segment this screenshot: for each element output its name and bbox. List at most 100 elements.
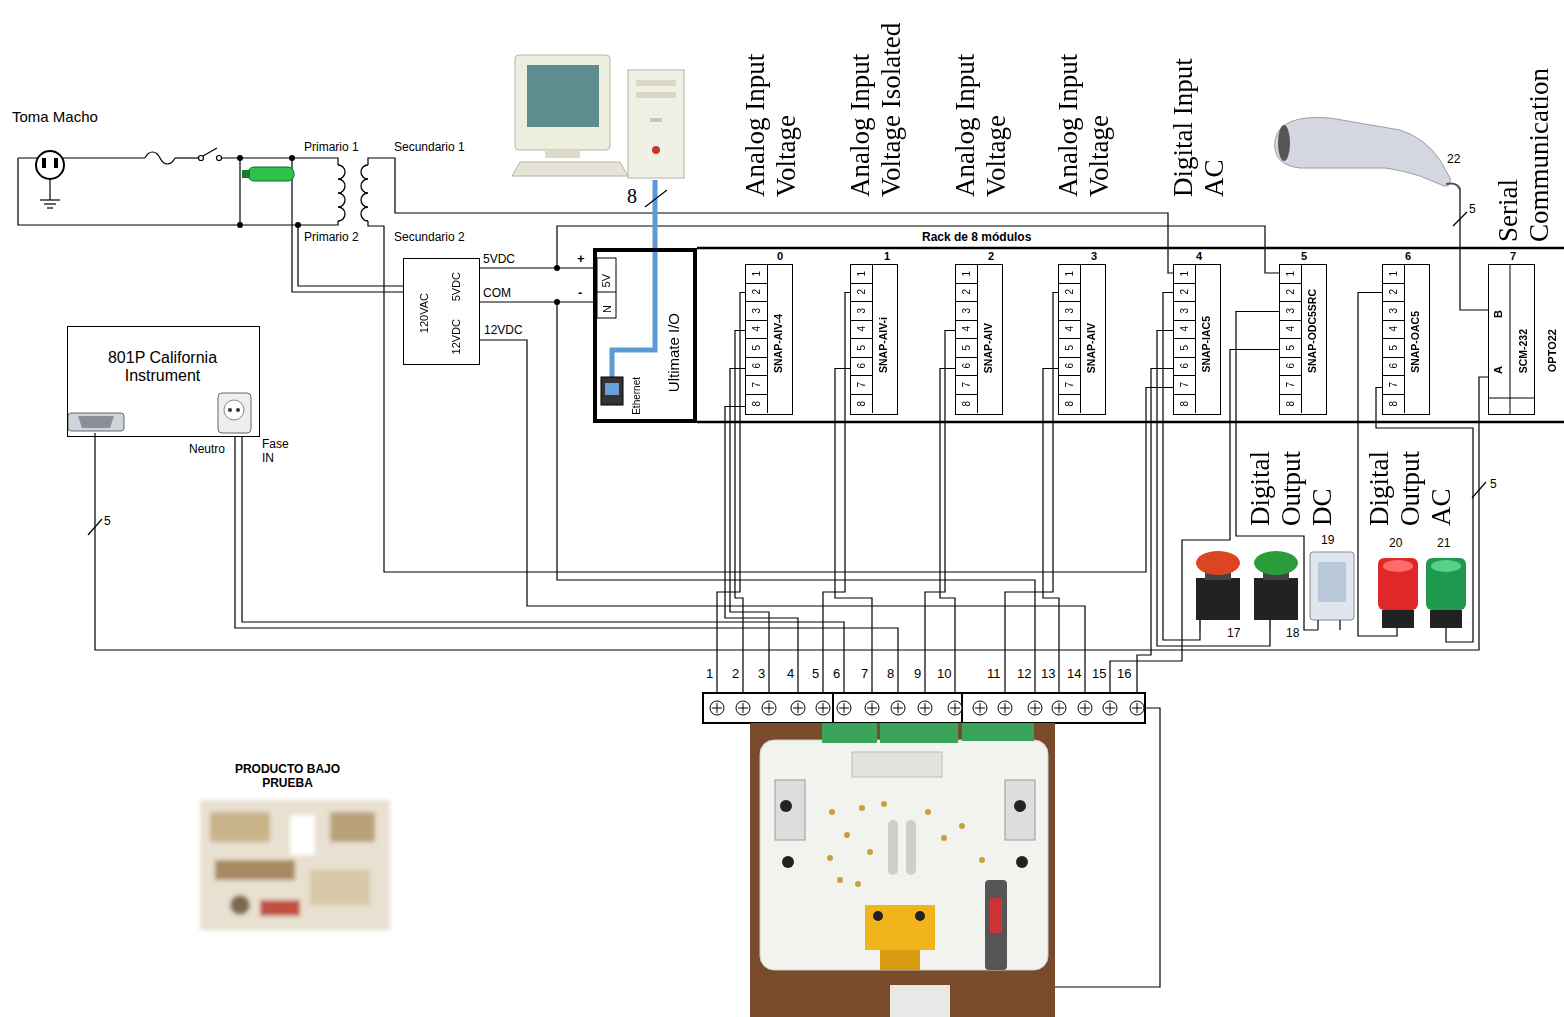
terminal-screw — [736, 701, 750, 715]
terminal-screw — [717, 703, 718, 713]
pin-number: 3 — [1179, 308, 1191, 314]
io-module: 12345678SNAP-AIV-i — [850, 264, 898, 415]
ac-power-source: 801P California Instrument — [67, 326, 260, 437]
terminal-number: 13 — [1041, 667, 1055, 682]
terminal-screw — [925, 703, 926, 713]
terminal-screw — [1103, 701, 1117, 715]
pin-number: 3 — [1388, 308, 1400, 314]
callout-number: 21 — [1437, 537, 1450, 551]
wire — [298, 225, 403, 286]
test-fixture-photo — [906, 820, 916, 875]
wire — [823, 293, 850, 694]
pin-cell: 1 — [1174, 265, 1196, 284]
plug-symbol — [47, 207, 53, 208]
pilot-lamp — [248, 167, 294, 181]
test-fixture-photo — [925, 809, 931, 815]
ethernet-port — [605, 383, 619, 395]
ethernet-port — [601, 377, 623, 405]
terminal-number: 11 — [987, 667, 1001, 682]
io-terminal — [597, 258, 616, 318]
pin-cell: 8 — [851, 395, 873, 414]
terminal-screw — [1130, 701, 1144, 715]
plug-symbol — [36, 151, 64, 179]
pin-number: 1 — [1285, 271, 1297, 277]
transformer-coil — [338, 165, 368, 221]
slot-number: 4 — [1196, 250, 1202, 263]
pin-number: 1 — [856, 271, 868, 277]
node-text: 12VDC — [450, 319, 463, 354]
terminal-screw — [1085, 703, 1086, 713]
module-name: SNAP-ODC5SRC — [1306, 289, 1318, 373]
label-text: Primario 1 — [304, 141, 359, 155]
terminal-screw — [743, 703, 744, 713]
pin-number: 7 — [1064, 382, 1076, 388]
terminal-screw — [918, 701, 932, 715]
pilot-lamp — [242, 170, 250, 178]
terminal-screw — [998, 701, 1012, 715]
terminal-strip — [832, 693, 834, 723]
junction-dot — [289, 155, 295, 161]
test-fixture-photo — [1014, 800, 1026, 812]
computer-icon — [636, 92, 676, 98]
polarity-mark: - — [578, 286, 582, 301]
io-module: 12345678SNAP-OAC5 — [1382, 264, 1430, 415]
test-fixture-photo — [760, 740, 1048, 970]
terminal-screw — [891, 701, 905, 715]
pin-number: 2 — [961, 289, 973, 295]
pin-number: 7 — [751, 382, 763, 388]
rack-rail — [697, 248, 1564, 422]
pin-number: 5 — [961, 345, 973, 351]
terminal-screw — [762, 701, 776, 715]
pin-cell: 7 — [851, 376, 873, 395]
pin-number: 5 — [856, 345, 868, 351]
red-pilot-lamp — [1382, 610, 1414, 628]
io-module: 12345678SNAP-IAC5 — [1173, 264, 1221, 415]
ethernet-cable — [612, 180, 655, 378]
slot-number: 0 — [777, 250, 783, 263]
pin-cell: 7 — [1174, 376, 1196, 395]
serial-port-icon — [68, 413, 124, 431]
pin-cell: 5 — [746, 339, 768, 358]
io-module: 12345678SNAP-AIV — [955, 264, 1003, 415]
terminal-screw — [798, 703, 799, 713]
junction-dot — [237, 222, 243, 228]
pin-cell: 4 — [1280, 321, 1302, 340]
plug-symbol — [54, 158, 58, 168]
pin-cell: 7 — [1383, 376, 1405, 395]
pin-cell: 7 — [746, 376, 768, 395]
terminal-screw — [865, 701, 879, 715]
serial-port-icon — [68, 413, 124, 431]
test-fixture-photo — [880, 723, 958, 743]
test-fixture-photo — [859, 805, 865, 811]
pin-number: 3 — [961, 308, 973, 314]
pin-cell: 6 — [1059, 358, 1081, 377]
switch-symbol — [217, 156, 222, 161]
brand-name: OPTO22 — [1546, 329, 1559, 372]
callout-number: 20 — [1389, 537, 1402, 551]
wire — [175, 157, 198, 158]
wire — [1137, 369, 1173, 694]
ac-outlet-icon — [224, 400, 244, 420]
module-heading: Analog Input Voltage Isolated — [845, 5, 907, 197]
terminal-screw — [973, 701, 987, 715]
relay — [1318, 562, 1346, 602]
pin-cell: 2 — [1174, 284, 1196, 303]
bus-count: 5 — [1490, 478, 1497, 492]
test-fixture-photo — [990, 898, 1002, 933]
computer-icon — [650, 118, 662, 122]
bus-count: 5 — [104, 515, 111, 529]
terminal-number: 1 — [706, 667, 713, 682]
junction-dot — [237, 155, 243, 161]
pin-cell: 1 — [851, 265, 873, 284]
pin-cell: 3 — [1174, 302, 1196, 321]
scanner-icon — [1275, 117, 1451, 186]
bus-slash — [88, 190, 1486, 535]
pin-number: 4 — [1179, 326, 1191, 332]
pin-cell: 3 — [1059, 302, 1081, 321]
bus-slash — [1453, 212, 1467, 226]
pin-number: 1 — [1179, 271, 1191, 277]
pin-number: 6 — [751, 363, 763, 369]
pin-cell: 4 — [956, 321, 978, 340]
test-fixture-photo — [782, 856, 794, 868]
green-pilot-lamp — [1431, 560, 1461, 572]
